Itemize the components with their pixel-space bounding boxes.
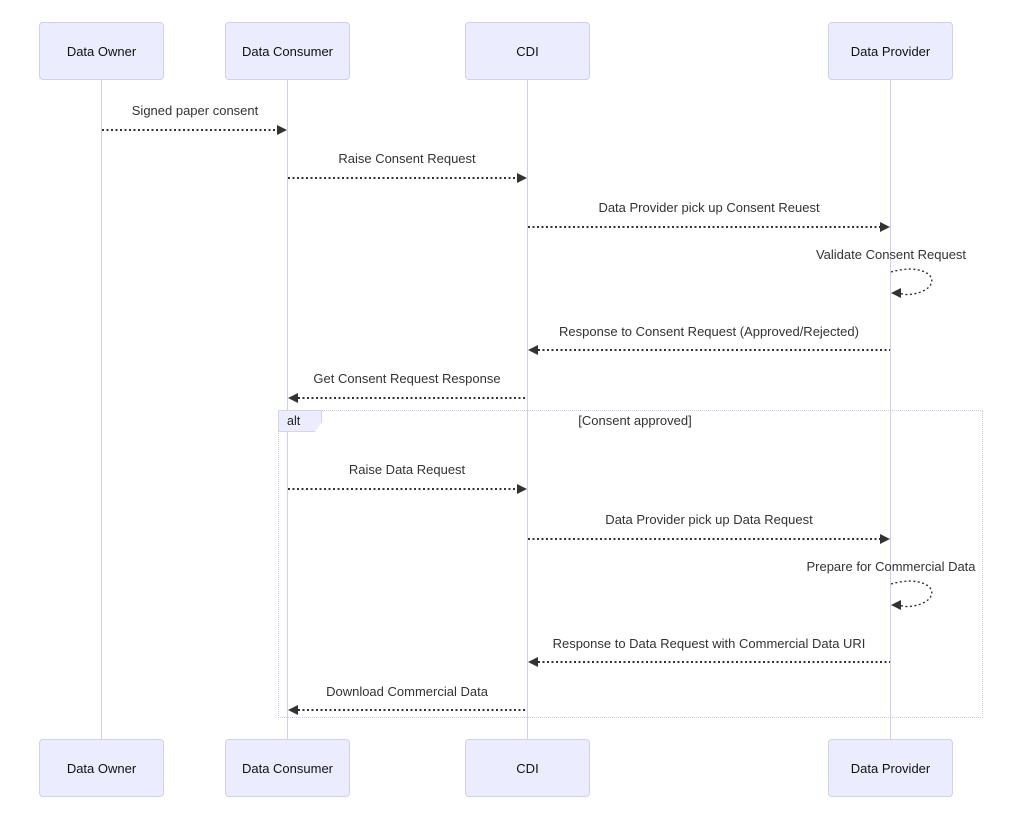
message-label: Validate Consent Request [815, 247, 967, 262]
actor-top-data-provider: Data Provider [828, 22, 953, 80]
arrowhead-left-icon [288, 393, 298, 403]
arrowhead-right-icon [517, 484, 527, 494]
actor-label: Data Provider [850, 43, 931, 59]
actor-label: CDI [516, 760, 539, 776]
actor-top-data-owner: Data Owner [39, 22, 164, 80]
actor-bottom-cdi: CDI [465, 739, 590, 797]
message-label: Response to Data Request with Commercial… [552, 636, 866, 651]
message-label: Prepare for Commercial Data [806, 559, 976, 574]
actor-label: CDI [516, 43, 539, 59]
actor-label: Data Consumer [241, 760, 334, 776]
actor-top-cdi: CDI [465, 22, 590, 80]
alt-fragment-frame [278, 410, 983, 718]
arrowhead-right-icon [880, 534, 890, 544]
message-label: Signed paper consent [131, 103, 259, 118]
arrowhead-left-icon [288, 705, 298, 715]
arrowhead-left-icon [528, 657, 538, 667]
alt-fragment-condition: [Consent approved] [578, 413, 692, 428]
message-label: Download Commercial Data [326, 684, 488, 699]
actor-label: Data Owner [66, 760, 137, 776]
message-label: Raise Data Request [348, 462, 466, 477]
message-label: Get Consent Request Response [313, 371, 501, 386]
actor-label: Data Owner [66, 43, 137, 59]
message-label: Data Provider pick up Data Request [605, 512, 813, 527]
arrowhead-right-icon [517, 173, 527, 183]
self-message-loop-icon [890, 268, 933, 298]
message-arrow-line [288, 488, 518, 490]
message-arrow-line [528, 226, 881, 228]
message-arrow-line [102, 129, 278, 131]
actor-label: Data Consumer [241, 43, 334, 59]
arrowhead-left-icon [528, 345, 538, 355]
message-arrow-line [298, 709, 527, 711]
message-arrow-line [538, 349, 890, 351]
message-label: Raise Consent Request [338, 151, 476, 166]
actor-bottom-data-provider: Data Provider [828, 739, 953, 797]
actor-bottom-data-owner: Data Owner [39, 739, 164, 797]
arrowhead-right-icon [880, 222, 890, 232]
arrowhead-right-icon [277, 125, 287, 135]
message-arrow-line [288, 177, 518, 179]
message-label: Response to Consent Request (Approved/Re… [559, 324, 859, 339]
actor-bottom-data-consumer: Data Consumer [225, 739, 350, 797]
lifeline-cdi [527, 80, 528, 739]
lifeline-data-owner [101, 80, 102, 739]
message-arrow-line [538, 661, 890, 663]
lifeline-data-consumer [287, 80, 288, 739]
actor-top-data-consumer: Data Consumer [225, 22, 350, 80]
message-label: Data Provider pick up Consent Reuest [598, 200, 820, 215]
actor-label: Data Provider [850, 760, 931, 776]
alt-operator-label: alt [287, 414, 301, 428]
alt-fragment-operator-tab: alt [278, 410, 322, 432]
self-message-loop-icon [890, 580, 933, 610]
lifeline-data-provider [890, 80, 891, 739]
message-arrow-line [298, 397, 527, 399]
message-arrow-line [528, 538, 881, 540]
